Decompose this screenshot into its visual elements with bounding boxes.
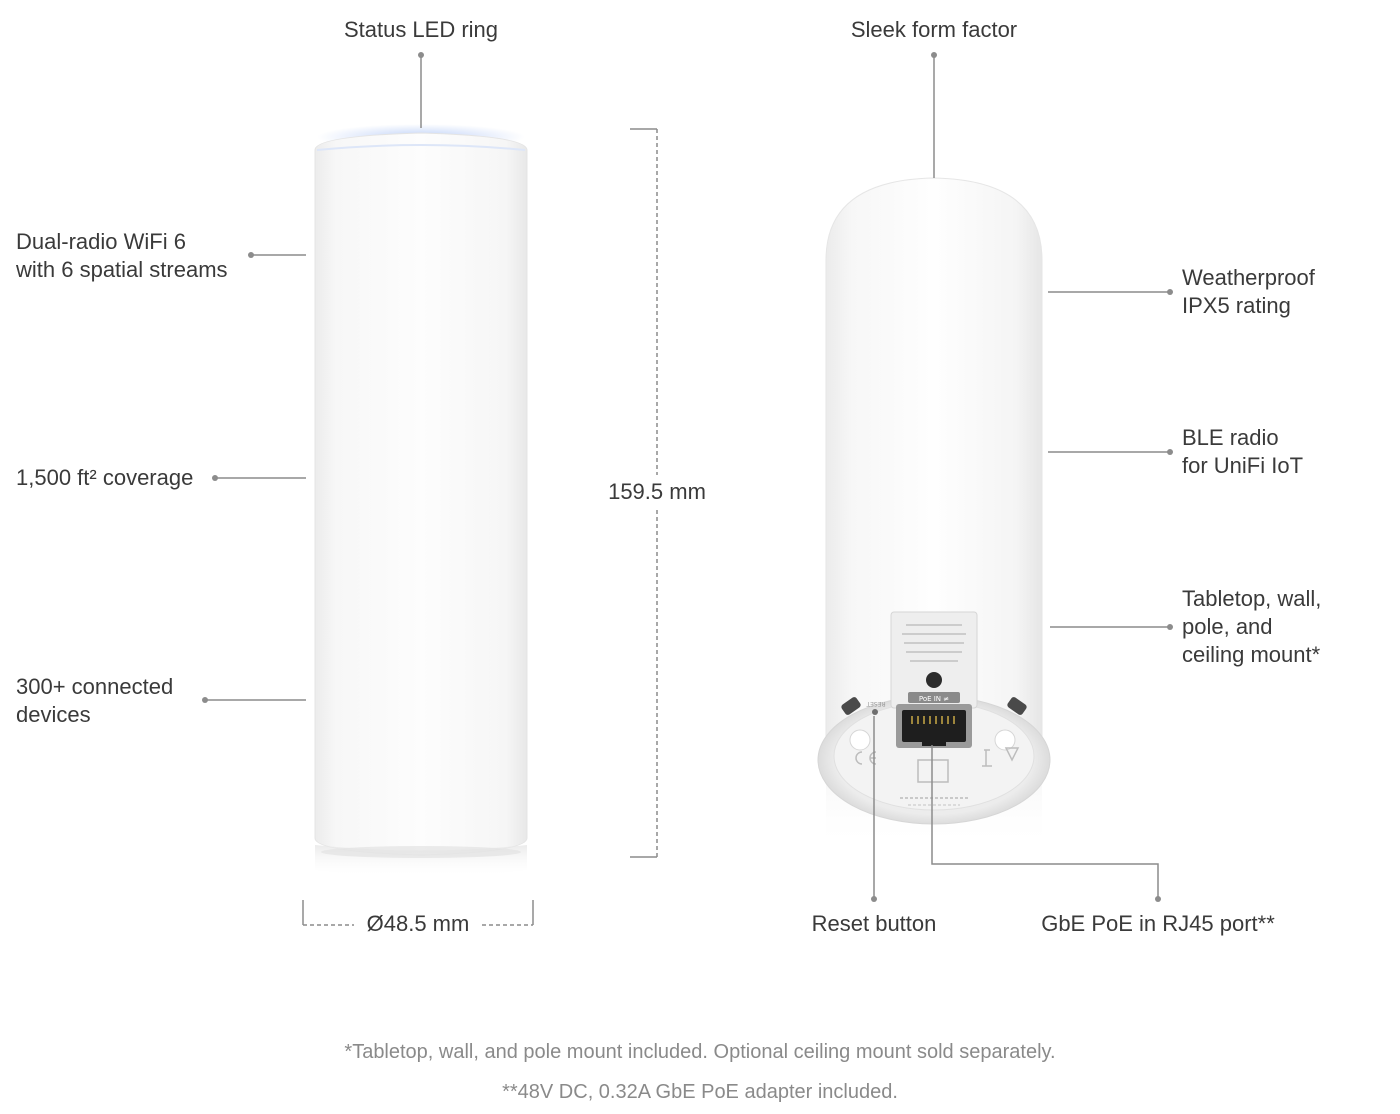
leader-dots: [202, 52, 1173, 902]
reset-button-label: Reset button: [811, 911, 937, 936]
weatherproof-label: Weatherproof IPX5 rating: [1182, 265, 1315, 318]
diameter-dimension-bracket: [302, 900, 534, 926]
height-dimension-label: 159.5 mm: [608, 479, 706, 504]
poe-footnote: **48V DC, 0.32A GbE PoE adapter included…: [502, 1081, 898, 1103]
gbe-poe-port-label: GbE PoE in RJ45 port**: [1041, 911, 1275, 936]
ble-radio-label: BLE radio for UniFi IoT: [1182, 425, 1304, 478]
reset-pinhole: [872, 709, 878, 715]
leader-lines: [205, 56, 1170, 898]
connected-devices-label: 300+ connected devices: [16, 674, 174, 727]
mount-footnote: *Tabletop, wall, and pole mount included…: [344, 1041, 1056, 1063]
coverage-label: 1,500 ft² coverage: [16, 465, 194, 490]
status-led-ring-label: Status LED ring: [343, 17, 499, 42]
back-view-device: PoE IN ≠ RESET: [817, 177, 1051, 850]
port-label-text: PoE IN ≠: [919, 695, 949, 703]
height-dimension-bracket: [630, 128, 658, 858]
diameter-dimension-label: Ø48.5 mm: [366, 911, 470, 936]
reset-label-text: RESET: [866, 700, 886, 707]
mount-options-label: Tabletop, wall, pole, and ceiling mount*: [1182, 586, 1322, 667]
front-view-device: [314, 124, 528, 878]
sleek-form-factor-label: Sleek form factor: [850, 17, 1018, 42]
dual-radio-wifi-label: Dual-radio WiFi 6 with 6 spatial streams: [16, 229, 228, 282]
